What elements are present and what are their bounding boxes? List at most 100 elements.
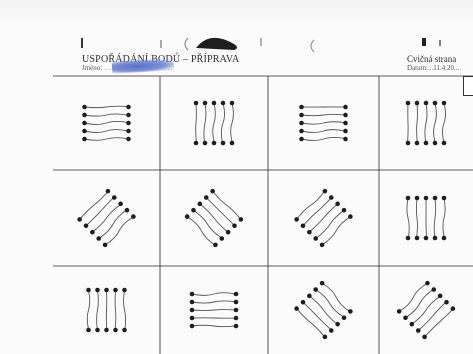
- pencil-connection-line: [85, 121, 129, 124]
- dot-end: [329, 195, 334, 200]
- dot-end: [213, 243, 218, 248]
- dot-end: [424, 141, 429, 146]
- dot-start: [203, 101, 208, 106]
- dot-end: [131, 214, 136, 219]
- pencil-connection-line: [425, 103, 427, 143]
- dot-start: [313, 236, 318, 241]
- dot-start: [301, 300, 306, 305]
- dot-end: [118, 202, 123, 207]
- pencil-connection-line: [204, 103, 206, 143]
- pencil-connection-line: [322, 217, 350, 245]
- pencil-connection-line: [408, 103, 409, 143]
- dot-end: [95, 328, 100, 333]
- dot-start: [299, 121, 304, 126]
- dot-end: [219, 236, 224, 241]
- pencil-connection-line: [309, 204, 337, 232]
- pencil-connection-line: [417, 103, 418, 143]
- dot-end: [106, 189, 111, 194]
- dot-start: [299, 113, 304, 118]
- dot-end: [203, 141, 208, 146]
- dot-start: [442, 196, 447, 201]
- dot-end: [438, 294, 443, 299]
- pencil-connection-line: [316, 210, 344, 238]
- dot-start: [307, 294, 312, 299]
- pencil-connection-line: [80, 191, 109, 219]
- dot-start: [403, 315, 408, 320]
- dot-end: [343, 129, 348, 134]
- dot-start: [422, 335, 427, 340]
- dot-start: [96, 236, 101, 241]
- pencil-connection-line: [85, 106, 129, 107]
- pencil-connection-line: [303, 198, 331, 226]
- dot-start: [190, 308, 195, 313]
- dot-start: [86, 288, 91, 293]
- dot-end: [335, 202, 340, 207]
- dot-end: [335, 322, 340, 327]
- pencil-connection-line: [85, 130, 129, 133]
- pencil-connection-line: [192, 301, 236, 303]
- pencil-connection-line: [206, 197, 234, 225]
- dot-end: [234, 300, 239, 305]
- dot-start: [416, 328, 421, 333]
- dot-end: [406, 236, 411, 241]
- dot-end: [126, 105, 131, 110]
- pencil-connection-line: [302, 122, 346, 124]
- pencil-connection-line: [99, 210, 127, 239]
- dot-end: [343, 105, 348, 110]
- dot-end: [348, 309, 353, 314]
- pencil-connection-line: [302, 137, 346, 140]
- dot-start: [320, 281, 325, 286]
- pencil-connection-line: [297, 191, 325, 220]
- dot-start: [320, 243, 325, 248]
- pencil-connection-line: [85, 138, 129, 141]
- pencil-connection-line: [124, 290, 126, 330]
- pencil-connection-line: [443, 198, 445, 238]
- dot-start: [194, 101, 199, 106]
- pencil-connection-line: [115, 290, 116, 330]
- pencil-connection-line: [416, 198, 417, 238]
- pencil-connection-line: [192, 325, 236, 326]
- pencil-connection-line: [196, 103, 197, 143]
- dot-end: [433, 141, 438, 146]
- dot-end: [221, 141, 226, 146]
- dot-end: [113, 328, 118, 333]
- dot-start: [103, 243, 108, 248]
- dot-start: [433, 196, 438, 201]
- dot-start: [307, 230, 312, 235]
- dot-end: [348, 214, 353, 219]
- dot-start: [230, 101, 235, 106]
- dot-end: [104, 328, 109, 333]
- dot-end: [126, 113, 131, 118]
- pencil-connection-line: [309, 296, 337, 325]
- dot-start: [406, 196, 411, 201]
- dot-end: [194, 141, 199, 146]
- dot-end: [126, 137, 131, 142]
- dot-start: [313, 287, 318, 292]
- dot-start: [82, 105, 87, 110]
- pencil-connection-line: [425, 309, 454, 337]
- pencil-connection-line: [86, 197, 114, 226]
- pencil-connection-line: [407, 198, 409, 238]
- dot-start: [294, 306, 299, 311]
- dot-start: [301, 223, 306, 228]
- pencil-connection-line: [405, 289, 433, 318]
- pencil-connection-line: [443, 103, 446, 143]
- pencil-connection-line: [85, 114, 129, 116]
- pencil-connection-line: [192, 293, 236, 296]
- dot-end: [126, 121, 131, 126]
- dot-end: [424, 236, 429, 241]
- pencil-connection-line: [192, 310, 236, 311]
- pencil-connection-line: [302, 114, 346, 115]
- dot-start: [104, 288, 109, 293]
- dot-start: [113, 288, 118, 293]
- dot-end: [86, 328, 91, 333]
- dot-end: [451, 306, 456, 311]
- dot-end: [415, 141, 420, 146]
- dot-start: [406, 101, 411, 106]
- dot-start: [82, 129, 87, 134]
- dot-start: [198, 202, 203, 207]
- dot-start: [397, 309, 402, 314]
- dot-start: [410, 322, 415, 327]
- pencil-connection-line: [213, 103, 216, 143]
